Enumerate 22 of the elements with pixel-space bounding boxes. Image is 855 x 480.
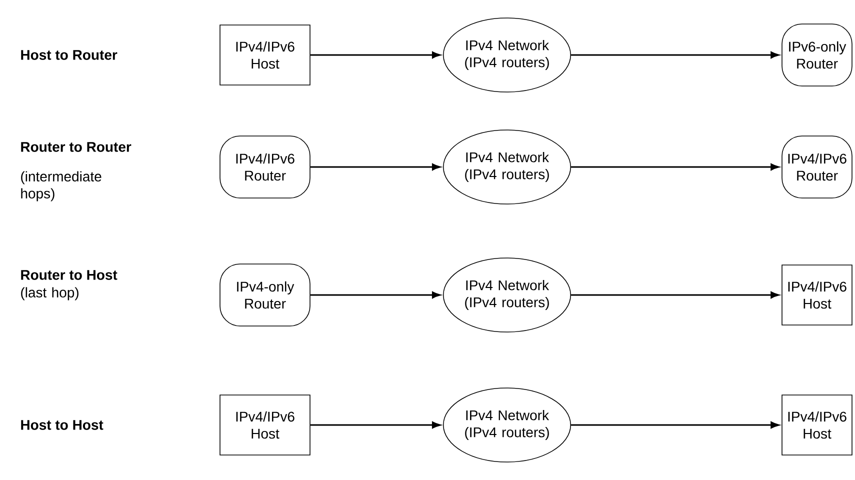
arrow xyxy=(571,52,780,58)
arrow xyxy=(571,292,780,298)
arrow xyxy=(310,164,441,170)
arrow xyxy=(310,422,441,428)
row-label: Router to Host xyxy=(21,270,118,280)
process-box: IPv4/IPv6 Host xyxy=(782,394,852,456)
arrow xyxy=(310,292,441,298)
arrow xyxy=(571,422,780,428)
row-label: Router to Router xyxy=(21,142,132,152)
rounded-box: IPv6-only Router xyxy=(782,24,852,86)
process-box: IPv4/IPv6 Host xyxy=(782,264,852,326)
arrow xyxy=(571,164,780,170)
row-note: (intermediate hops) xyxy=(21,171,102,202)
row-label: Host to Host xyxy=(21,420,104,430)
rounded-box: IPv4/IPv6 Router xyxy=(220,136,310,198)
arrow xyxy=(310,52,441,58)
row-note: (last hop) xyxy=(21,287,78,300)
rounded-box: IPv4/IPv6 Router xyxy=(782,136,852,198)
process-box: IPv4/IPv6 Host xyxy=(220,394,310,456)
process-box: IPv4/IPv6 Host xyxy=(220,24,310,86)
rounded-box: IPv4-only Router xyxy=(220,264,310,326)
row-label: Host to Router xyxy=(21,50,118,60)
